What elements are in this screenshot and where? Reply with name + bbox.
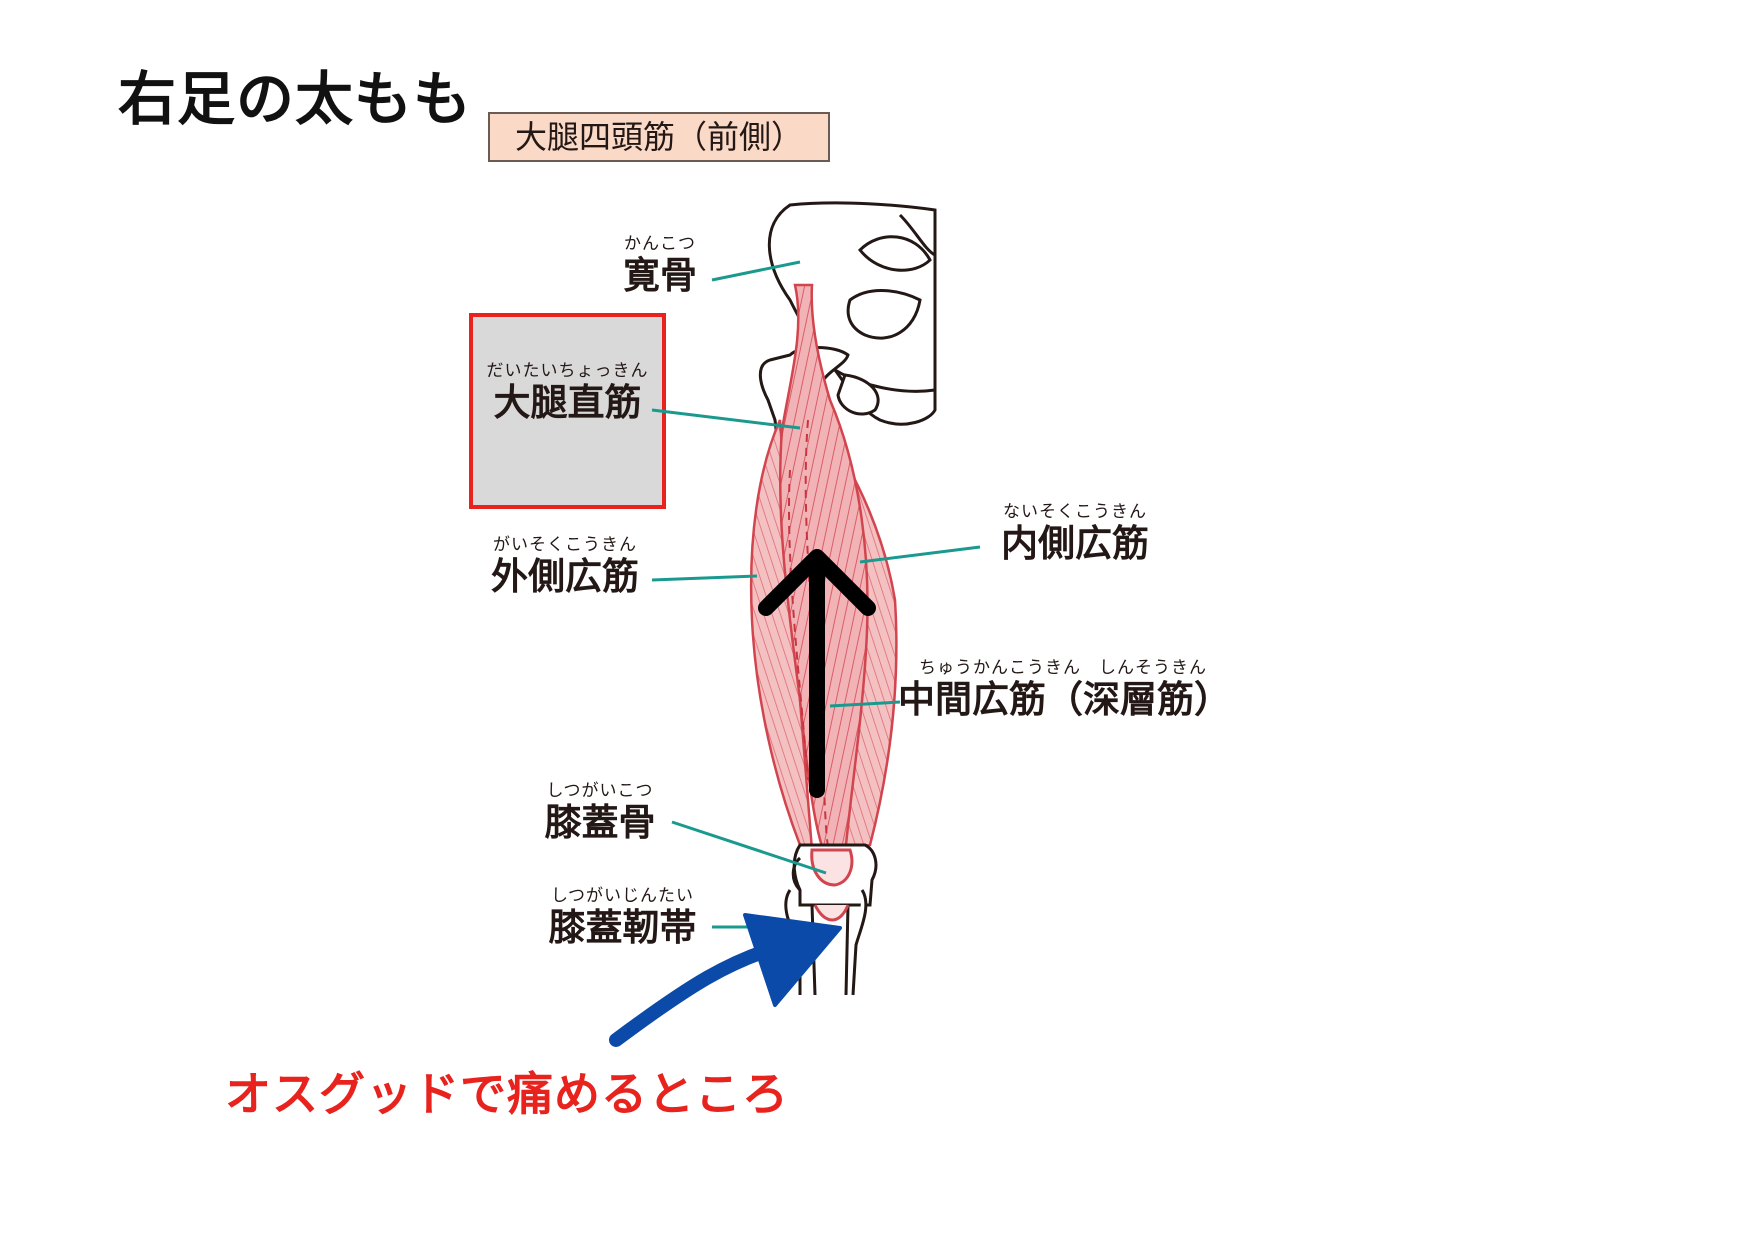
name-vastus-intermedius: 中間広筋（深層筋） [898, 678, 1231, 721]
label-ilium: かんこつ 寛骨 [610, 234, 710, 298]
ruby-patella: しつがいこつ [546, 781, 654, 801]
leader-ilium [711, 260, 801, 282]
ruby-vastus-lateralis: がいそくこうきん [493, 535, 637, 555]
vastus-lateralis-muscle [749, 419, 814, 852]
ruby-vastus-intermedius: ちゅうかんこうきん しんそうきん [919, 658, 1207, 678]
name-patella: 膝蓋骨 [544, 801, 656, 844]
name-patellar-ligament: 膝蓋靭帯 [548, 906, 697, 949]
label-vastus-medialis: ないそくこうきん 内側広筋 [985, 502, 1165, 566]
leader-lines [651, 260, 981, 929]
ruby-rectus-femoris: だいたいちょっきん [486, 361, 649, 381]
ruby-vastus-medialis: ないそくこうきん [1003, 502, 1147, 522]
label-patella: しつがいこつ 膝蓋骨 [535, 781, 665, 845]
up-arrow-icon [758, 549, 876, 798]
subtitle-box: 大腿四頭筋（前側） [488, 112, 830, 162]
leader-vastus-medialis [859, 545, 981, 564]
leader-patella [671, 820, 827, 875]
callout-arrow-icon [609, 913, 842, 1047]
name-rectus-femoris: 大腿直筋 [493, 381, 642, 424]
name-vastus-lateralis: 外側広筋 [491, 555, 639, 598]
page-title: 右足の太もも [118, 65, 473, 133]
label-rectus-femoris: だいたいちょっきん 大腿直筋 [470, 361, 665, 425]
leader-rectus-femoris [651, 408, 801, 430]
leader-vastus-intermedius [829, 700, 901, 708]
patella-bone [810, 848, 854, 887]
label-vastus-lateralis: がいそくこうきん 外側広筋 [475, 535, 655, 599]
osgood-callout-text: オスグッドで痛めるところ [225, 1067, 789, 1121]
leader-vastus-lateralis [651, 574, 758, 582]
label-patellar-ligament: しつがいじんたい 膝蓋靭帯 [535, 886, 710, 950]
name-vastus-medialis: 内側広筋 [1001, 522, 1149, 565]
ruby-ilium: かんこつ [624, 234, 696, 254]
ruby-patellar-ligament: しつがいじんたい [551, 886, 694, 906]
label-vastus-intermedius: ちゅうかんこうきん しんそうきん 中間広筋（深層筋） [898, 658, 1231, 722]
name-ilium: 寛骨 [623, 254, 697, 297]
